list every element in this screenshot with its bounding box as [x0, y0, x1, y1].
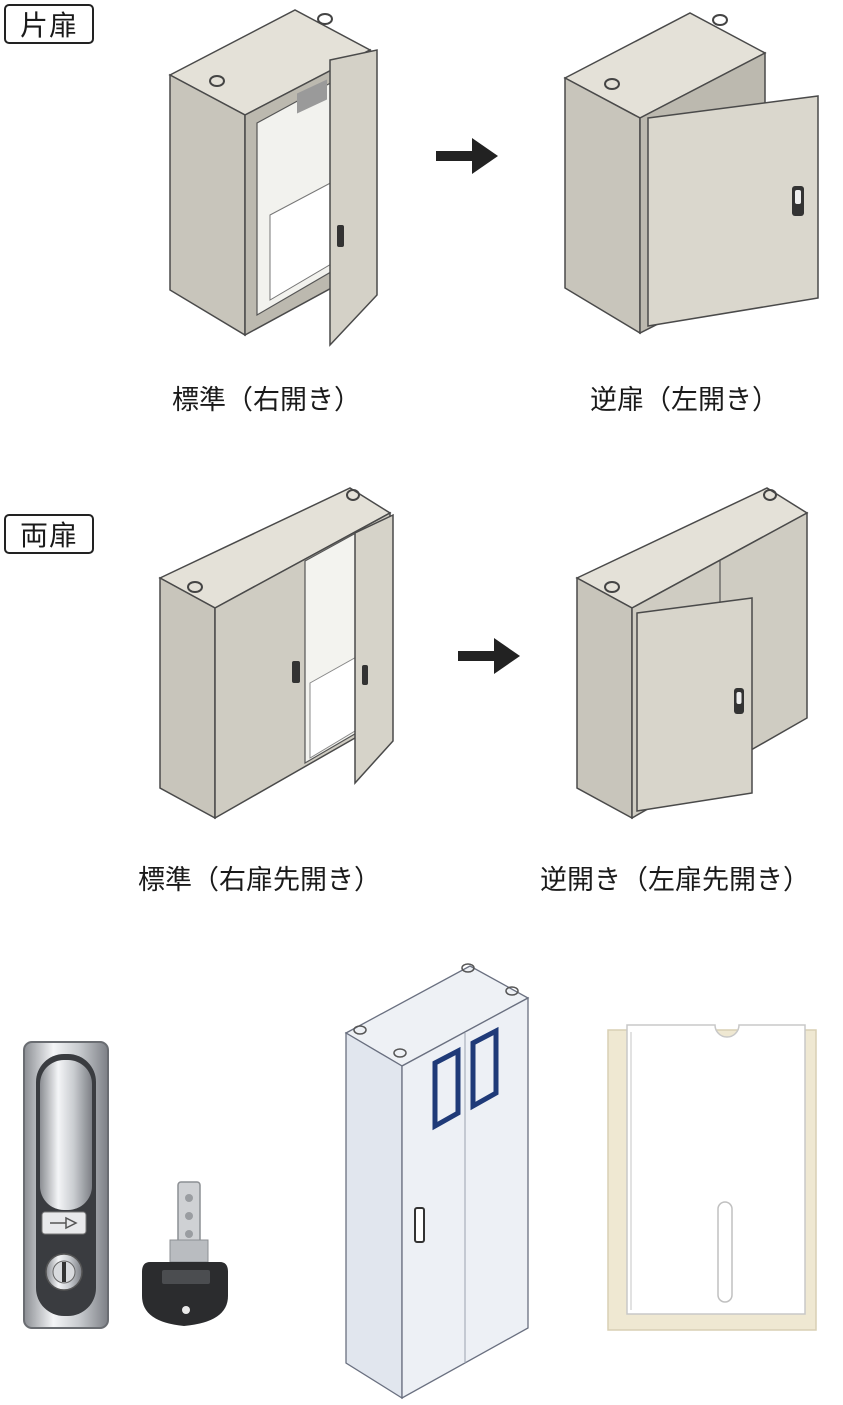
cabinet-double-door-standard: [155, 483, 400, 825]
section-tag-single-door: 片扉: [4, 4, 95, 44]
key-image: [140, 1180, 230, 1330]
handle-lock-image: [22, 1040, 112, 1330]
caption-double-reverse: 逆開き（左扉先開き）: [540, 865, 810, 896]
caption-double-standard: 標準（右扉先開き）: [138, 865, 381, 896]
cabinet-single-door-reverse: [560, 8, 825, 338]
arrow-right-icon: [436, 138, 498, 174]
tall-cabinet-with-windows-image: [340, 958, 535, 1403]
document-pocket-image: [605, 1022, 820, 1334]
caption-single-standard: 標準（右開き）: [172, 385, 361, 416]
cabinet-double-door-reverse: [572, 483, 812, 823]
section-tag-double-door: 両扉: [4, 514, 95, 554]
arrow-right-icon: [458, 638, 520, 674]
caption-single-reverse: 逆扉（左開き）: [590, 385, 779, 416]
cabinet-single-door-standard: [165, 5, 390, 350]
